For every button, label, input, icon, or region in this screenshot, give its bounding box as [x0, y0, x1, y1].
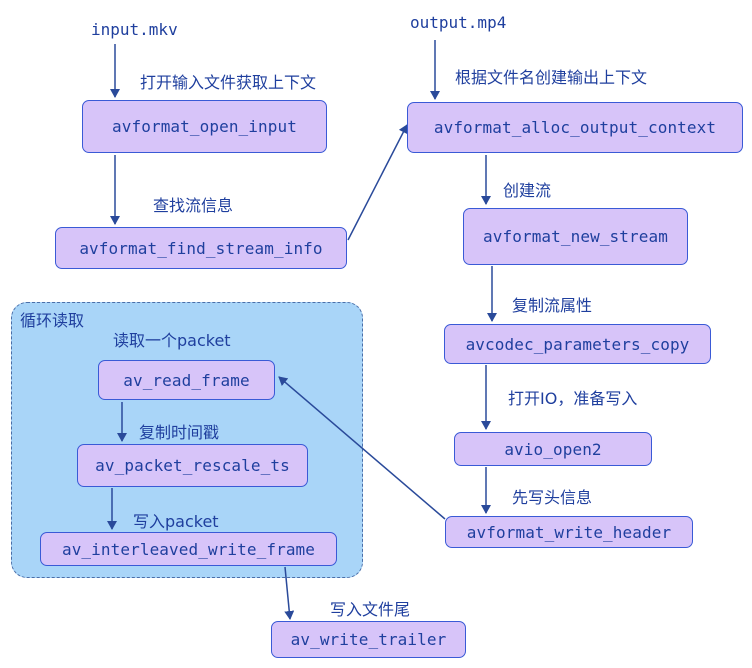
label-write-header: 先写头信息 [512, 488, 593, 507]
label-parameters-copy: 复制流属性 [512, 296, 593, 315]
node-avcodec-parameters-copy: avcodec_parameters_copy [444, 324, 711, 364]
node-avformat-alloc-output-context: avformat_alloc_output_context [407, 102, 743, 153]
node-av-read-frame: av_read_frame [98, 360, 275, 400]
label-avio-open: 打开IO，准备写入 [508, 389, 638, 408]
node-avformat-write-header: avformat_write_header [445, 516, 693, 548]
label-new-stream: 创建流 [503, 181, 552, 200]
label-find-stream-info: 查找流信息 [153, 196, 234, 215]
input-file-label: input.mkv [91, 20, 178, 39]
label-rescale: 复制时间戳 [139, 423, 220, 442]
loop-group-title: 循环读取 [20, 311, 85, 330]
label-alloc-output: 根据文件名创建输出上下文 [455, 68, 648, 87]
arrow-write-frame-to-trailer [284, 566, 295, 620]
node-avio-open2: avio_open2 [454, 432, 652, 466]
label-open-input: 打开输入文件获取上下文 [140, 73, 317, 92]
node-av-packet-rescale-ts: av_packet_rescale_ts [77, 444, 308, 487]
arrow-find-to-alloc [347, 124, 408, 241]
label-write-packet: 写入packet [133, 512, 219, 531]
node-avformat-new-stream: avformat_new_stream [463, 208, 688, 265]
node-av-write-trailer: av_write_trailer [271, 621, 466, 658]
label-write-trailer: 写入文件尾 [330, 600, 411, 619]
output-file-label: output.mp4 [410, 13, 507, 32]
arrow-header-to-read-frame [278, 376, 446, 520]
node-avformat-open-input: avformat_open_input [82, 100, 327, 153]
node-avformat-find-stream-info: avformat_find_stream_info [55, 227, 347, 269]
node-av-interleaved-write-frame: av_interleaved_write_frame [40, 532, 337, 566]
label-read-packet: 读取一个packet [113, 331, 231, 350]
